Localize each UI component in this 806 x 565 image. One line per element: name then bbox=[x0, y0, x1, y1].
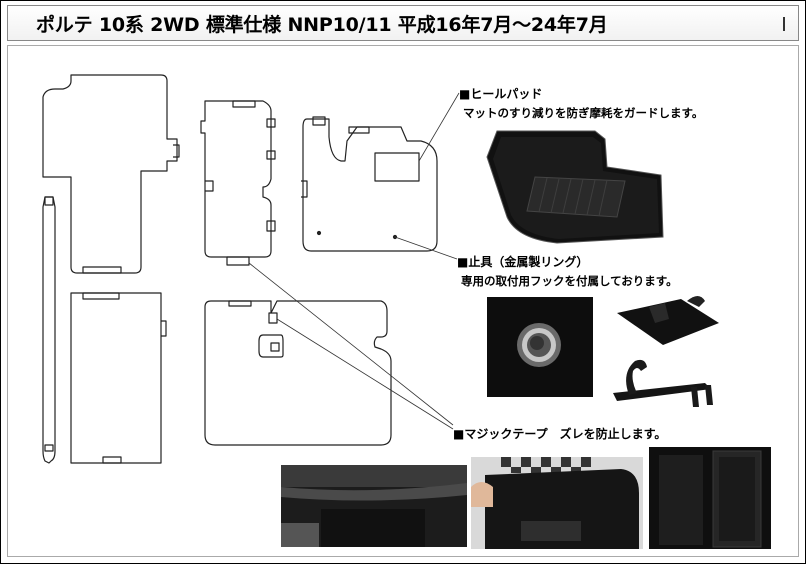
hook-photo-2 bbox=[607, 353, 723, 413]
hook-image-top bbox=[607, 293, 727, 349]
heel-pad-image bbox=[477, 127, 665, 247]
callout-heel-pad bbox=[418, 92, 460, 162]
heel-pad-photo bbox=[477, 127, 665, 247]
text-caret bbox=[783, 17, 785, 31]
hook-image-bottom bbox=[607, 353, 723, 413]
velcro-photo-2 bbox=[471, 457, 643, 549]
callout-velcro-2 bbox=[276, 318, 454, 430]
rear-left-tab-bottom bbox=[102, 456, 122, 464]
side-strip-tab bbox=[44, 196, 54, 206]
velcro-image-3 bbox=[649, 447, 771, 549]
fastener-point-1 bbox=[316, 230, 322, 236]
velcro-label: ■マジックテープ ズレを防止します。 bbox=[453, 427, 667, 441]
metal-ring-image bbox=[487, 297, 593, 397]
driver-mat-outline bbox=[42, 74, 178, 274]
rear-left-mat-outline bbox=[70, 292, 162, 464]
hook-photo-1 bbox=[607, 293, 727, 349]
rear-left-tab-top bbox=[82, 292, 120, 300]
velcro-photo-3 bbox=[649, 447, 771, 549]
content-frame bbox=[7, 45, 799, 557]
driver-mat-tab bbox=[82, 266, 122, 274]
passenger-mat-outline bbox=[302, 118, 438, 252]
center-mat-outline bbox=[200, 100, 272, 258]
fastener-label: ■止具（金属製リング） bbox=[457, 255, 589, 269]
heel-pad-label: ■ヒールパッド bbox=[459, 87, 543, 101]
velcro-image-2 bbox=[471, 457, 643, 549]
driver-hook bbox=[173, 144, 180, 158]
page-title: ポルテ 10系 2WD 標準仕様 NNP10/11 平成16年7月～24年7月 bbox=[36, 14, 608, 36]
title-bar: ポルテ 10系 2WD 標準仕様 NNP10/11 平成16年7月～24年7月 bbox=[7, 5, 799, 41]
callout-fastener bbox=[394, 236, 458, 260]
side-strip-outline bbox=[42, 196, 56, 464]
heel-pad-area bbox=[374, 152, 420, 182]
velcro-photo-1 bbox=[281, 465, 467, 547]
rear-floor-mat-outline bbox=[204, 300, 392, 446]
callout-velcro-1 bbox=[248, 262, 454, 426]
heel-pad-description: マットのすり減りを防ぎ摩耗をガードします。 bbox=[463, 106, 704, 120]
fastener-description: 専用の取付用フックを付属しております。 bbox=[461, 274, 678, 288]
velcro-image-1 bbox=[281, 465, 467, 547]
ring-photo bbox=[487, 297, 593, 397]
